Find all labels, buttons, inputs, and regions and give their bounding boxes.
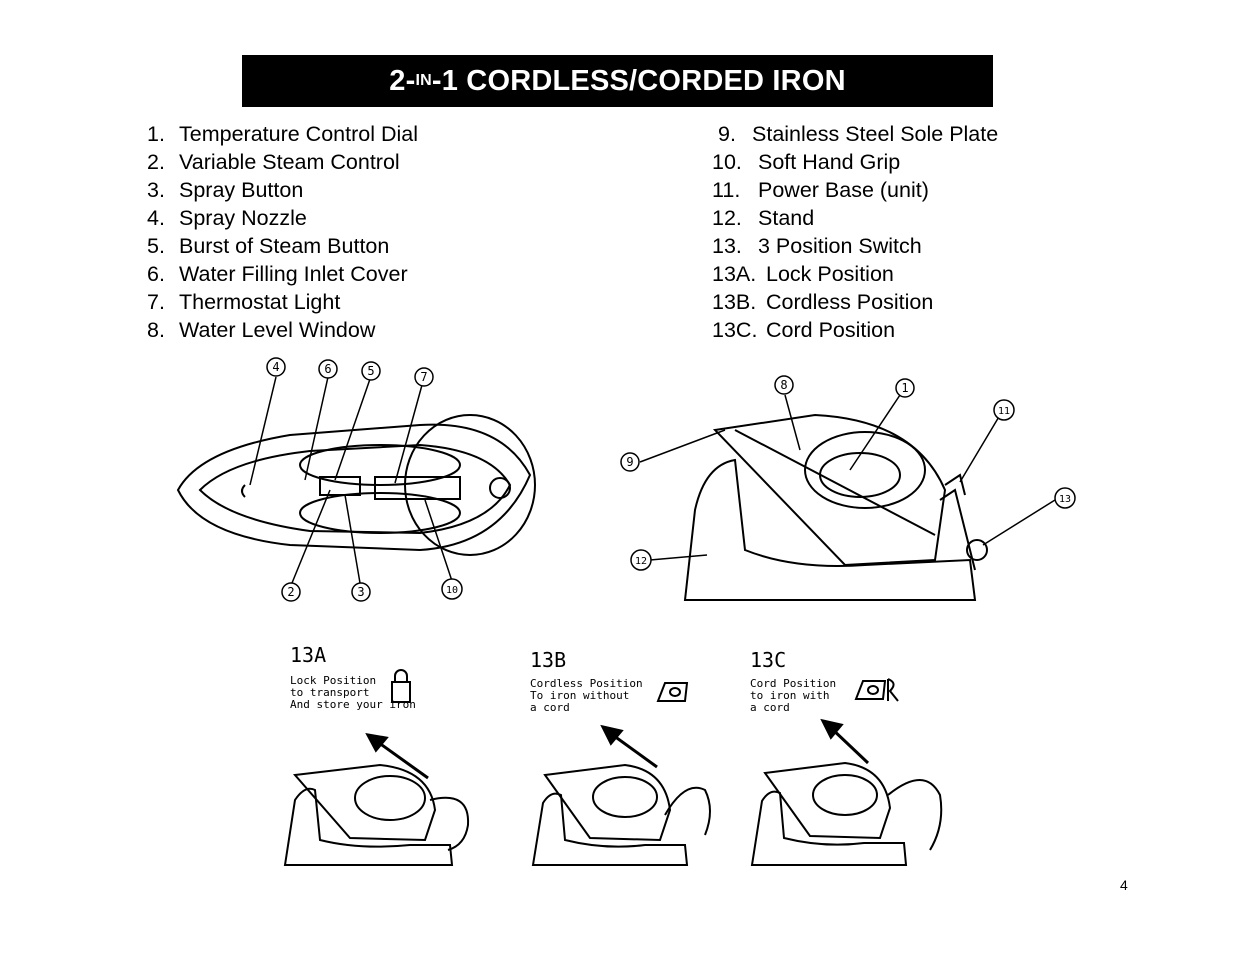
page-number: 4 — [1120, 877, 1128, 893]
callout: 10 — [446, 585, 458, 596]
mode-line3: a cord — [750, 701, 790, 714]
list-item: 4.Spray Nozzle — [147, 206, 307, 230]
mode-line2: to transport — [290, 686, 369, 699]
list-item: 9.Stainless Steel Sole Plate — [718, 122, 999, 146]
list-item: 6.Water Filling Inlet Cover — [147, 262, 408, 286]
list-item: 11.Power Base (unit) — [712, 178, 929, 202]
mode-13c-panel: 13C Cord Position to iron with a cord — [750, 648, 943, 866]
list-item: 13A.Lock Position — [712, 262, 894, 286]
page-title: 2-IN-1 CORDLESS/CORDED IRON — [242, 55, 993, 107]
title-small: IN — [415, 72, 432, 89]
callout: 6 — [324, 362, 331, 376]
cordless-iron-icon — [656, 682, 689, 702]
list-item: 12.Stand — [712, 206, 815, 230]
list-item: 5.Burst of Steam Button — [147, 234, 390, 258]
callout: 13 — [1059, 494, 1071, 505]
parts-list-left: 1.Temperature Control Dial 2.Variable St… — [147, 120, 418, 344]
mode-tag: 13A — [290, 643, 326, 667]
callout: 5 — [367, 364, 374, 378]
list-item: 8.Water Level Window — [147, 318, 376, 342]
mode-13a-panel: 13A Lock Position to transport And store… — [283, 643, 470, 866]
list-item: 2.Variable Steam Control — [147, 150, 400, 174]
mode-tag: 13B — [530, 648, 566, 672]
title-prefix: 2- — [389, 64, 416, 97]
list-item: 13C.Cord Position — [712, 318, 896, 342]
iron-side-view-diagram: 8 1 11 9 12 13 — [620, 375, 1076, 601]
list-item: 13B.Cordless Position — [712, 290, 934, 314]
list-item: 13.3 Position Switch — [712, 234, 922, 258]
parts-list-right: 9.Stainless Steel Sole Plate 10.Soft Han… — [712, 120, 998, 344]
mode-line2: to iron with — [750, 689, 829, 702]
callout: 9 — [626, 455, 633, 469]
mode-13b-panel: 13B Cordless Position To iron without a … — [530, 648, 711, 866]
title-suffix: -1 CORDLESS/CORDED IRON — [431, 64, 846, 97]
callout: 4 — [272, 360, 279, 374]
list-item: 10.Soft Hand Grip — [712, 150, 901, 174]
corded-iron-icon — [854, 678, 899, 702]
mode-line1: Cord Position — [750, 677, 836, 690]
list-item: 7.Thermostat Light — [147, 290, 341, 314]
callout: 3 — [357, 585, 364, 599]
callout: 11 — [998, 406, 1010, 417]
mode-line1: Lock Position — [290, 674, 376, 687]
list-item: 3.Spray Button — [147, 178, 304, 202]
mode-line3: And store your iron — [290, 698, 416, 711]
mode-line2: To iron without — [530, 689, 629, 702]
lock-icon — [391, 669, 411, 703]
callout: 8 — [780, 378, 787, 392]
mode-line1: Cordless Position — [530, 677, 643, 690]
callout: 2 — [287, 585, 294, 599]
callout: 1 — [901, 381, 908, 395]
mode-line3: a cord — [530, 701, 570, 714]
callout: 7 — [420, 370, 427, 384]
mode-tag: 13C — [750, 648, 786, 672]
iron-top-view-diagram: 4 6 5 7 2 3 10 — [176, 357, 536, 602]
callout: 12 — [635, 556, 647, 567]
list-item: 1.Temperature Control Dial — [147, 122, 418, 146]
